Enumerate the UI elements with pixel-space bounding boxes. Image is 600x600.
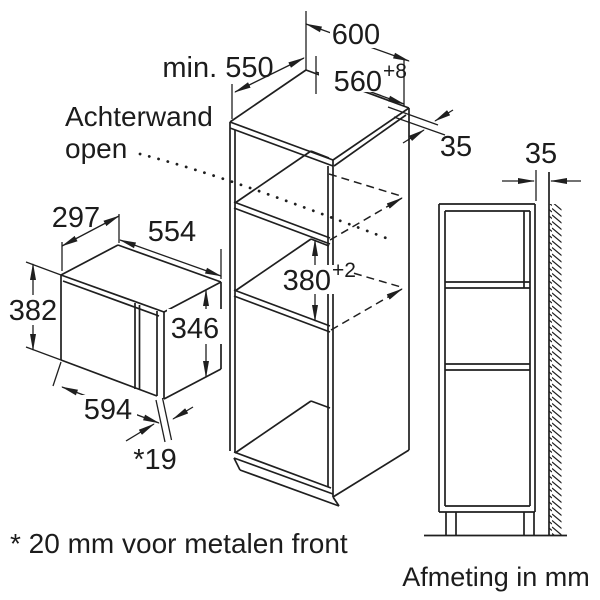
side-view-cabinet [424, 203, 567, 537]
cabinet-plinth [233, 457, 340, 507]
back-wall-open-leader [138, 152, 388, 240]
door-offset-label: *19 [133, 444, 177, 476]
appliance-depth-label: 297 [52, 202, 100, 234]
rear-gap-iso-label: 35 [440, 131, 472, 163]
wall-gap-side-label: 35 [525, 138, 557, 170]
side-view-dimension-lines [502, 170, 581, 201]
appliance-height-label: 382 [9, 295, 57, 327]
appliance-right-height-label: 346 [171, 313, 219, 345]
back-wall-note-line2: open [65, 133, 127, 164]
metal-front-footnote: * 20 mm voor metalen front [10, 528, 348, 559]
text-annotations: Achterwand open * 20 mm voor metalen fro… [10, 101, 590, 592]
rear-gap-wall-strip [387, 106, 454, 144]
dimension-labels: 600 min. 550 560 +8 35 380 +2 297 554 38… [9, 19, 557, 476]
cabinet-width-label: 600 [332, 19, 380, 51]
niche-height-label: 380 [283, 265, 331, 297]
side-view-wall [548, 172, 562, 536]
niche-height-tolerance: +2 [332, 259, 356, 282]
cabinet-depth-label: min. 550 [162, 52, 273, 84]
appliance-width-label: 594 [84, 394, 132, 426]
units-caption: Afmeting in mm [402, 562, 590, 592]
cabinet-shelves [233, 150, 334, 495]
open-back-airflow-arrows [328, 173, 403, 331]
niche-width-label: 560 [334, 66, 382, 98]
label-backplates [9, 19, 401, 424]
appliance-top-width-label: 554 [148, 216, 196, 248]
niche-width-tolerance: +8 [383, 60, 407, 83]
back-wall-note-line1: Achterwand [65, 101, 213, 132]
